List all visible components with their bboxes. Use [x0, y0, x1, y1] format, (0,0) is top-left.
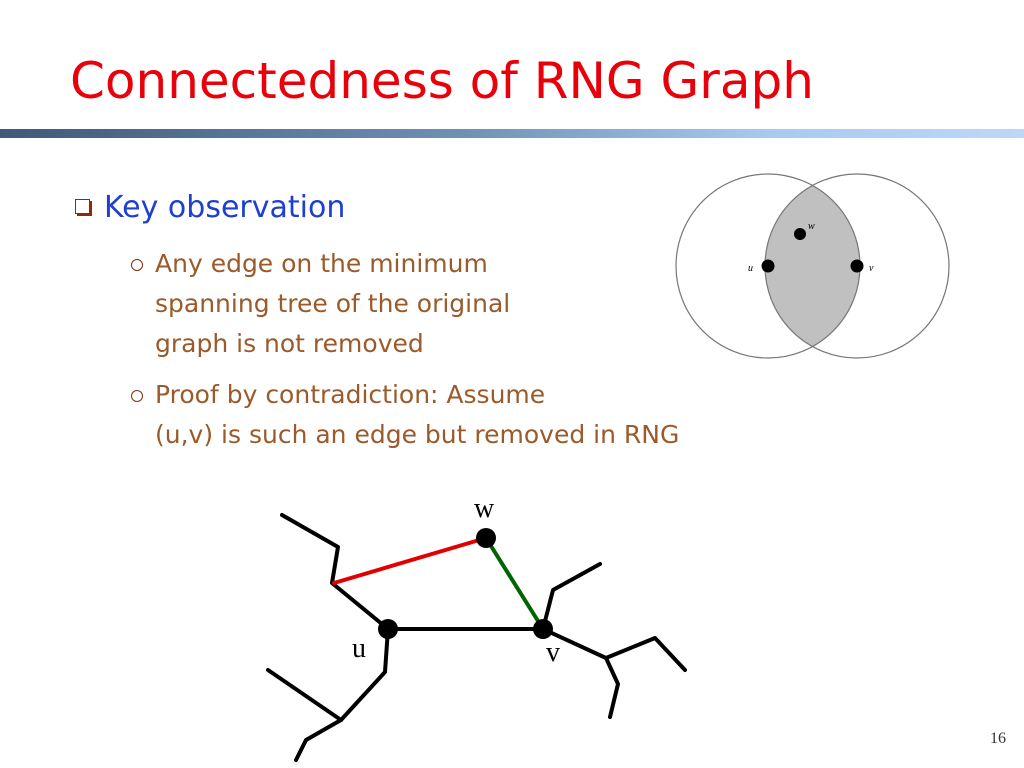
lune-node-u: [761, 259, 775, 273]
circle-bullet-icon: [131, 390, 143, 402]
square-bullet-icon: [75, 199, 90, 214]
sub-bullet-2: Proof by contradiction: Assume (u,v) is …: [131, 375, 680, 455]
circle-bullet-icon: [131, 259, 143, 271]
lune-label-v: v: [869, 263, 874, 274]
bullet-text: Key observation: [104, 190, 346, 225]
sub-bullet-1-line-2: spanning tree of the original: [155, 289, 511, 318]
lune-node-v: [850, 259, 864, 273]
bullet-key-observation: Key observation: [75, 190, 345, 225]
tree-label-u: u: [352, 633, 366, 664]
tree-edge-right-branch: [541, 627, 687, 672]
lune-label-w: w: [808, 221, 815, 232]
green-edge: [484, 536, 545, 631]
tree-node-w: [476, 528, 496, 548]
tree-edge-left-upper-branch: [280, 513, 545, 631]
sub-bullet-1: Any edge on the minimum spanning tree of…: [131, 244, 511, 364]
tree-label-w: w: [474, 493, 495, 524]
tree-edge-right-lower: [604, 656, 620, 719]
sub-bullet-2-line-1: Proof by contradiction: Assume: [155, 380, 546, 409]
slide-title: Connectedness of RNG Graph: [70, 52, 814, 110]
tree-node-v: [533, 619, 553, 639]
page-number: 16: [990, 730, 1006, 747]
sub-bullet-2-line-2: (u,v) is such an edge but removed in RNG: [155, 420, 680, 449]
tree-label-v: v: [546, 637, 560, 668]
sub-bullet-1-line-1: Any edge on the minimum: [155, 249, 488, 278]
lune-node-w: [794, 228, 806, 240]
tree-diagram: [266, 513, 687, 762]
tree-node-u: [378, 619, 398, 639]
tree-edge-left-lower-branch: [266, 627, 390, 722]
tree-edge-right-upper: [541, 562, 602, 631]
tree-edge-left-tail: [294, 718, 343, 762]
red-edge: [332, 536, 488, 585]
sub-bullet-1-line-3: graph is not removed: [155, 329, 424, 358]
lune-label-u: u: [748, 263, 753, 274]
title-underline-bar: [0, 129, 1024, 138]
